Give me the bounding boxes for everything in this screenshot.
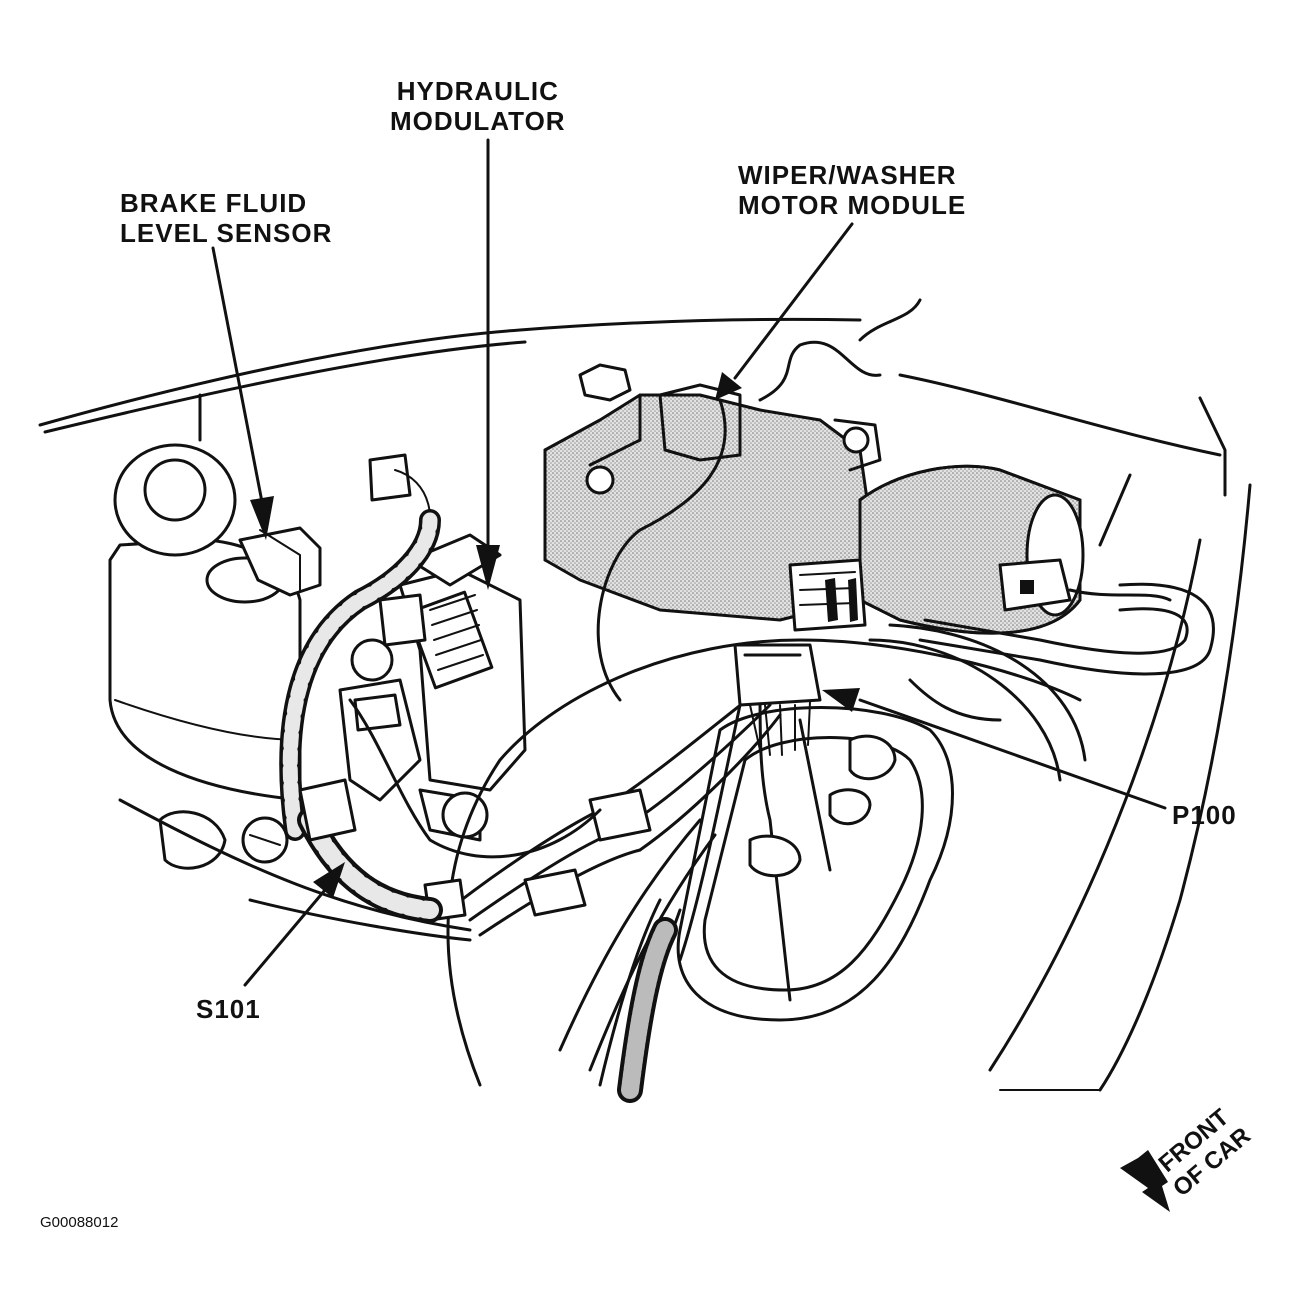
- hydraulic-modulator-line2: MODULATOR: [390, 106, 566, 136]
- wiper-washer-line1: WIPER/WASHER: [738, 160, 957, 190]
- front-arrow-icon: [1120, 1150, 1170, 1212]
- brake-fluid-reservoir: [108, 443, 322, 870]
- brake-fluid-label: BRAKE FLUID LEVEL SENSOR: [120, 188, 332, 248]
- hydraulic-modulator-line1: HYDRAULIC: [396, 76, 559, 106]
- s101-label: S101: [196, 994, 261, 1024]
- figure-id: G00088012: [40, 1214, 119, 1231]
- pigtail-wire: [596, 398, 727, 702]
- harness-loop: [676, 582, 1215, 1022]
- p100-leader: [858, 698, 1167, 810]
- leader-arrows: [211, 138, 1167, 987]
- wiper-washer-line2: MOTOR MODULE: [738, 190, 967, 220]
- hydraulic-modulator: [338, 533, 527, 842]
- brake-fluid-line1: BRAKE FLUID: [120, 188, 308, 218]
- upper-wire: [758, 340, 882, 402]
- wiring-harness: [423, 643, 897, 1092]
- hydraulic-modulator-label: HYDRAULIC MODULATOR: [390, 76, 566, 136]
- wiper-washer-leader: [733, 222, 854, 380]
- wiper-washer-motor-module: [543, 363, 1172, 635]
- s101-leader: [243, 888, 327, 987]
- brake-fluid-leader: [211, 246, 264, 504]
- wiper-washer-label: WIPER/WASHER MOTOR MODULE: [738, 160, 966, 220]
- p100-label: P100: [1172, 800, 1237, 830]
- brake-fluid-line2: LEVEL SENSOR: [120, 218, 333, 248]
- upper-connector: [368, 453, 432, 561]
- s101-loom: [279, 509, 602, 923]
